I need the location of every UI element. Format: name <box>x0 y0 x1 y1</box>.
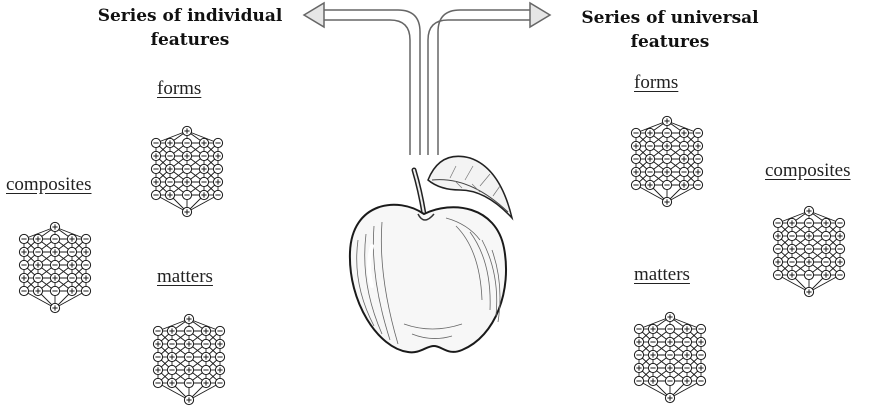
arrowhead-right-icon <box>530 3 550 27</box>
label-left-composites: composites <box>6 174 92 196</box>
label-left-matters: matters <box>157 266 213 288</box>
apple-illustration <box>350 156 512 352</box>
label-left-forms: forms <box>157 78 201 100</box>
label-right-forms: forms <box>634 72 678 94</box>
arrowhead-left-icon <box>304 3 324 27</box>
arrow-right-icon <box>428 10 532 155</box>
lattice-left-forms <box>148 124 226 218</box>
arrow-left-icon <box>322 10 420 155</box>
lattice-left-matters <box>150 312 228 406</box>
lattice-right-matters <box>631 310 709 404</box>
lattice-right-forms <box>628 114 706 208</box>
label-right-matters: matters <box>634 264 690 286</box>
label-right-composites: composites <box>765 160 851 182</box>
lattice-right-composites <box>770 204 848 298</box>
lattice-left-composites <box>16 220 94 314</box>
